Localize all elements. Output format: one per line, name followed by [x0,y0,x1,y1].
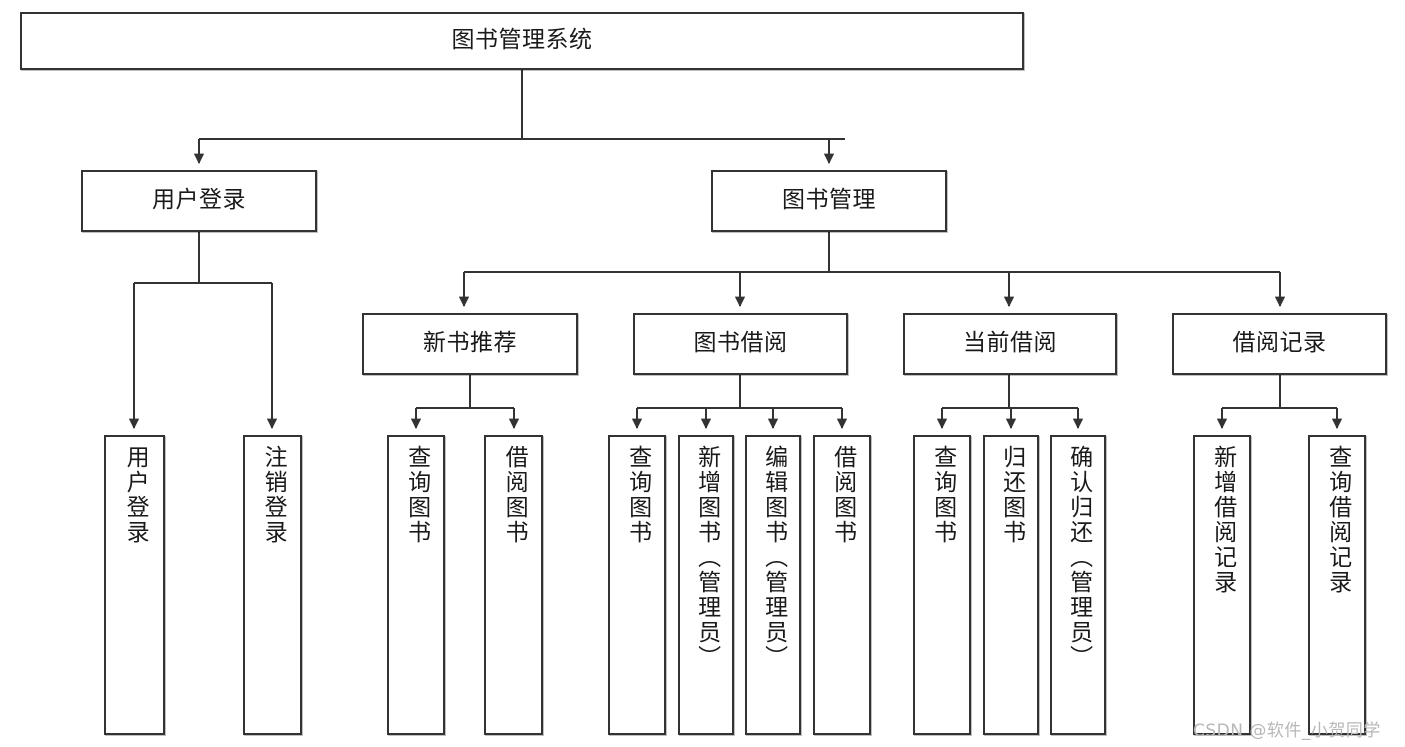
node-book-borrow[interactable]: 图书借阅 [633,313,848,375]
node-label-leaf-return-book: 归还图书 [998,445,1025,545]
node-label-leaf-borrow-book-1: 借阅图书 [501,445,528,545]
node-leaf-return-book[interactable]: 归还图书 [983,435,1039,735]
node-leaf-query-book-2[interactable]: 查询图书 [608,435,666,735]
node-label-new-book-recommend: 新书推荐 [423,330,517,357]
node-leaf-query-book-3[interactable]: 查询图书 [913,435,971,735]
node-label-root: 图书管理系统 [451,27,593,54]
node-label-leaf-add-borrow-record: 新增借阅记录 [1209,445,1236,595]
node-leaf-borrow-book-2[interactable]: 借阅图书 [813,435,871,735]
node-leaf-query-borrow-record[interactable]: 查询借阅记录 [1308,435,1366,735]
node-label-current-borrow: 当前借阅 [963,330,1057,357]
node-label-leaf-logout-login: 注销登录 [260,445,287,545]
node-label-borrow-record: 借阅记录 [1232,330,1327,357]
node-label-book-borrow: 图书借阅 [693,330,788,357]
node-label-leaf-borrow-book-2: 借阅图书 [829,445,856,545]
node-leaf-query-book-1[interactable]: 查询图书 [387,435,445,735]
node-label-leaf-confirm-return-admin: 确认归还（管理员） [1065,445,1092,670]
node-book-manage[interactable]: 图书管理 [711,170,947,232]
node-leaf-add-borrow-record[interactable]: 新增借阅记录 [1193,435,1251,735]
node-leaf-borrow-book-1[interactable]: 借阅图书 [484,435,543,735]
node-borrow-record[interactable]: 借阅记录 [1172,313,1387,375]
node-current-borrow[interactable]: 当前借阅 [903,313,1117,375]
node-label-leaf-query-book-1: 查询图书 [403,445,430,545]
node-label-leaf-user-login: 用户登录 [122,445,149,545]
node-leaf-edit-book-admin[interactable]: 编辑图书（管理员） [745,435,801,735]
node-label-user-login: 用户登录 [152,187,246,214]
node-label-leaf-edit-book-admin: 编辑图书（管理员） [760,445,787,670]
csdn-watermark: CSDN @软件_小贺同学 [1193,721,1381,741]
node-new-book-recommend[interactable]: 新书推荐 [362,313,578,375]
node-leaf-logout-login[interactable]: 注销登录 [243,435,302,735]
node-label-leaf-add-book-admin: 新增图书（管理员） [693,445,720,670]
node-leaf-confirm-return-admin[interactable]: 确认归还（管理员） [1050,435,1106,735]
node-leaf-user-login[interactable]: 用户登录 [104,435,165,735]
node-label-book-manage: 图书管理 [782,187,876,214]
node-label-leaf-query-book-2: 查询图书 [624,445,651,545]
node-user-login[interactable]: 用户登录 [81,170,317,232]
node-label-leaf-query-borrow-record: 查询借阅记录 [1324,445,1351,595]
node-label-leaf-query-book-3: 查询图书 [929,445,956,545]
node-root[interactable]: 图书管理系统 [20,12,1024,70]
node-leaf-add-book-admin[interactable]: 新增图书（管理员） [678,435,734,735]
